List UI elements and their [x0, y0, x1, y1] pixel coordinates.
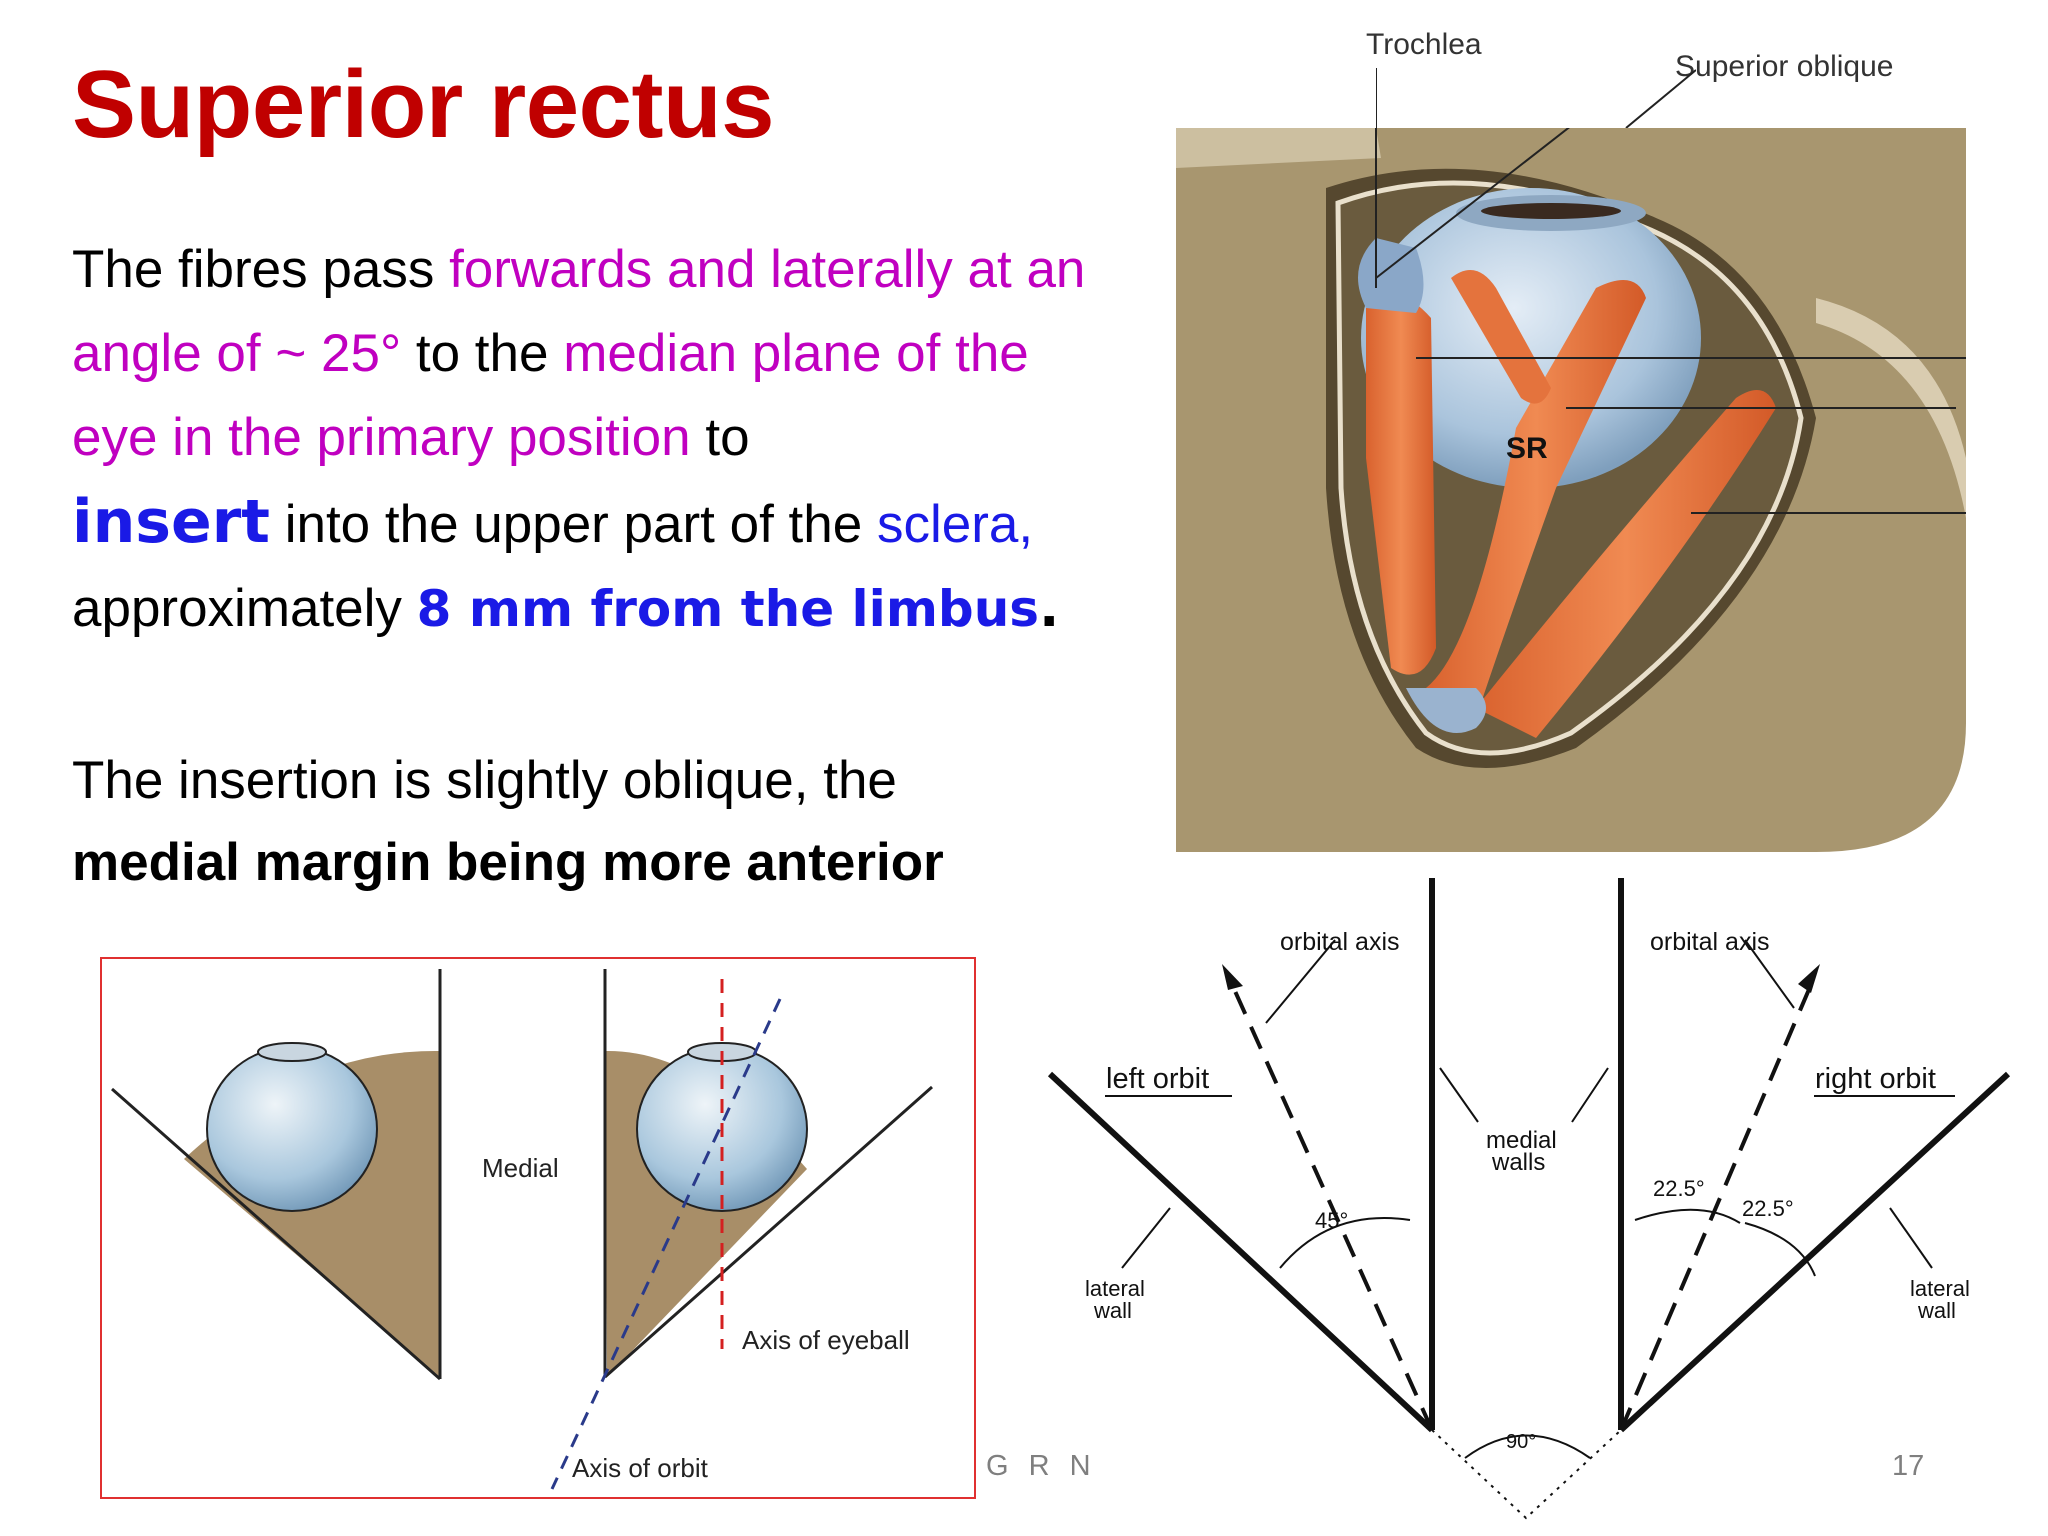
orbital-axis-right-label: orbital axis: [1650, 928, 1770, 956]
text-run: The fibres pass: [72, 240, 450, 299]
orbit-axis-figure: Medial Axis of eyeball Axis of orbit: [100, 957, 976, 1499]
text-run-bold: medial margin being more anterior: [72, 833, 944, 892]
paragraph-oblique: The insertion is slightly oblique, the m…: [72, 740, 1112, 904]
medial-walls-label-1: medial: [1486, 1127, 1557, 1154]
text-run-highlight: median plane of the eye in the primary p…: [72, 324, 1029, 467]
angle-45-label: 45°: [1315, 1208, 1348, 1233]
anatomy-figure: SR: [1176, 82, 1966, 852]
text-run: to: [690, 408, 750, 467]
page-number: 17: [1892, 1450, 1925, 1482]
angle-90-label: 90°: [1506, 1431, 1536, 1453]
axis-eyeball-label: Axis of eyeball: [742, 1325, 910, 1355]
lateral-wall-right-label-2: wall: [1917, 1298, 1956, 1323]
text-run: The insertion is slightly oblique, the: [72, 751, 897, 810]
angle-22-5-left-label: 22.5°: [1653, 1176, 1705, 1201]
footer-author: G R N: [986, 1450, 1097, 1482]
right-orbit-label: right orbit: [1815, 1063, 1936, 1095]
text-run: .: [1039, 578, 1060, 639]
left-orbit-label: left orbit: [1106, 1063, 1209, 1095]
superior-oblique-label: Superior oblique: [1675, 50, 1894, 83]
medial-label: Medial: [482, 1153, 559, 1183]
label-leader-lines: [1376, 68, 1696, 128]
orbital-angle-diagram: orbital axis orbital axis left orbit rig…: [1040, 868, 2030, 1528]
text-run-highlight: forwards and laterally at an angle of ~ …: [72, 240, 1086, 383]
slide-title: Superior rectus: [72, 51, 775, 158]
orbit-axis-illustration: Medial Axis of eyeball Axis of orbit: [111, 969, 933, 1490]
trochlea-label: Trochlea: [1366, 28, 1482, 61]
text-run-distance: 8 mm from the limbus: [416, 580, 1040, 638]
orbital-angle-illustration: orbital axis orbital axis left orbit rig…: [1047, 878, 2011, 1520]
text-run: into the upper part of the: [269, 495, 877, 554]
anatomy-illustration: SR: [1176, 82, 1966, 852]
text-run-sclera: sclera,: [876, 495, 1034, 554]
medial-walls-label-2: walls: [1491, 1149, 1545, 1176]
text-run: to the: [401, 324, 564, 383]
axis-orbit-label: Axis of orbit: [572, 1453, 709, 1483]
text-run-insert: insert: [72, 487, 270, 557]
angle-22-5-right-label: 22.5°: [1742, 1196, 1794, 1221]
lateral-wall-left-label-2: wall: [1093, 1298, 1132, 1323]
lateral-wall-right-label-1: lateral: [1910, 1276, 1970, 1301]
paragraph-insertion: The fibres pass forwards and laterally a…: [72, 228, 1112, 651]
text-run: approximately: [72, 579, 417, 638]
lateral-wall-left-label-1: lateral: [1085, 1276, 1145, 1301]
orbital-axis-left-label: orbital axis: [1280, 928, 1400, 956]
sr-label: SR: [1506, 432, 1548, 465]
